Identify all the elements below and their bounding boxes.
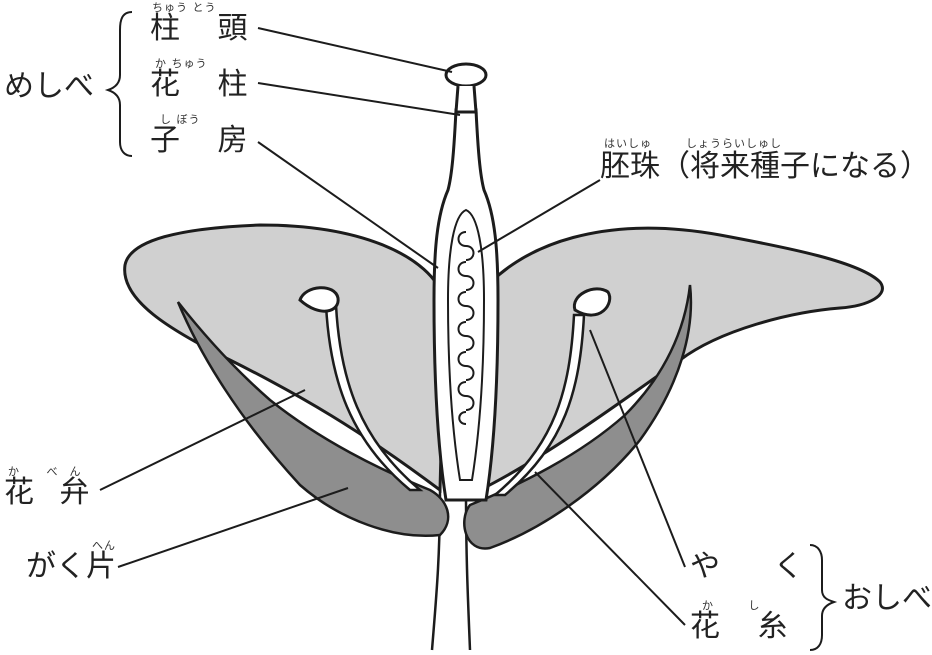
ovary-label: 子 房 xyxy=(150,126,262,156)
pistil-group-label: めしべ xyxy=(4,72,94,102)
leader-filament xyxy=(535,472,685,625)
sepal-label: がく片 xyxy=(26,552,116,582)
ovule-label: 胚珠（将来種子になる） xyxy=(600,152,930,182)
anther-label: や く xyxy=(690,552,826,582)
ovule-future-ruby: しょうらいしゅし xyxy=(686,138,782,149)
stigma xyxy=(446,64,486,86)
petal-label: 花 弁 xyxy=(4,478,98,508)
pistil-bracket xyxy=(108,12,132,156)
stigma-label: 柱 頭 xyxy=(150,14,262,44)
leader-style xyxy=(258,83,460,115)
filament-label: 花 糸 xyxy=(690,612,802,642)
style xyxy=(456,86,476,112)
ovule-ruby: はいしゅ xyxy=(604,138,652,149)
leader-stigma xyxy=(258,28,452,72)
stamen-group-label: おしべ xyxy=(842,584,932,614)
style-label: 花 柱 xyxy=(150,70,262,100)
leader-sepal xyxy=(118,488,348,567)
